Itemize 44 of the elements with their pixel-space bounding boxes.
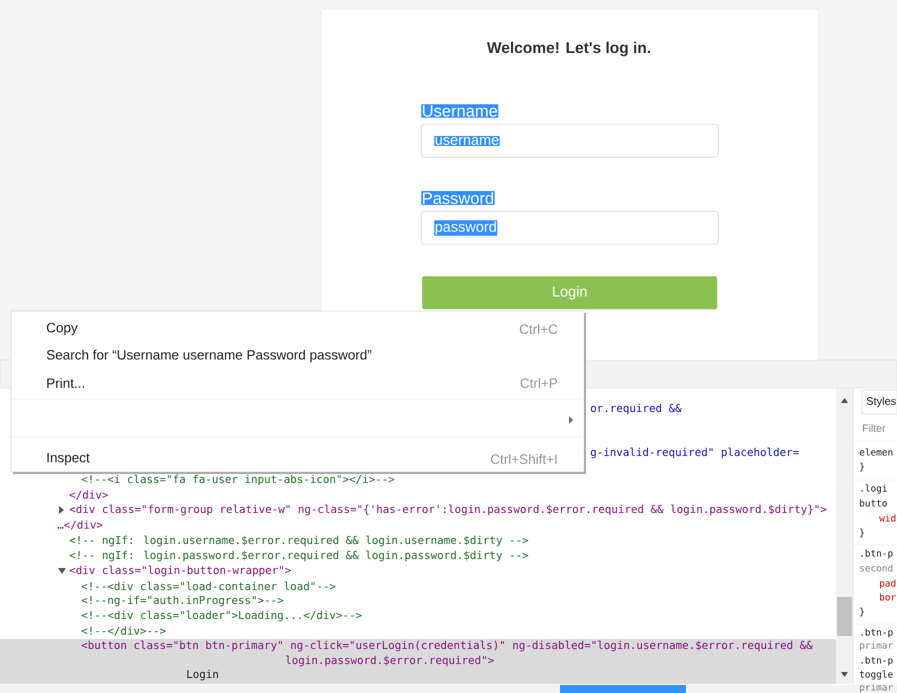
style-text: second xyxy=(860,564,892,572)
code-line: <div class="login-button-wrapper"> xyxy=(70,566,291,576)
code-comment: <!--<div class="loader">Loading...</div>--> xyxy=(82,610,362,622)
style-text: elemen xyxy=(860,448,892,456)
code-line: Login xyxy=(187,670,218,680)
menu-item: Search for “Username username Password password” xyxy=(46,350,372,362)
style-text: } xyxy=(860,528,864,538)
shortcut-text: Ctrl+Shift+I xyxy=(490,454,557,464)
code-line: </div> xyxy=(70,490,108,500)
style-text: toggle xyxy=(860,670,893,680)
menu-item: Copy xyxy=(46,322,78,336)
input-field: username xyxy=(421,124,718,158)
code-line: …</div> xyxy=(58,520,102,530)
style-property: bor xyxy=(880,593,896,601)
code-line: <div class="form-group relative-w" ng-class="{'has-error':login.password.$error.required && login.password.$dirty}"> xyxy=(70,504,826,516)
login-button: Login xyxy=(422,276,718,310)
code-comment: <!-- ngIf: login.username.$error.required && login.username.$dirty --> xyxy=(70,536,528,546)
style-text: primar xyxy=(860,641,893,651)
style-text: butto xyxy=(860,499,887,507)
style-text: primar xyxy=(860,683,893,693)
menu-item: Inspect xyxy=(47,452,90,466)
style-text: } xyxy=(860,462,864,472)
card-title: Welcome! Let's log in. xyxy=(486,42,650,56)
style-property: pad xyxy=(880,579,896,589)
menu-item: Print... xyxy=(47,378,84,388)
style-text: .logi xyxy=(861,484,887,494)
shortcut-text: Ctrl+C xyxy=(520,324,558,334)
field-label: Password xyxy=(421,190,495,206)
code-comment: <!-- ngIf: login.password.$error.required && login.password.$dirty --> xyxy=(70,550,528,562)
style-text: } xyxy=(860,608,864,616)
styles-tab: Styles xyxy=(862,390,897,414)
code-comment: <!--ng-if="auth.inProgress">--> xyxy=(82,596,284,606)
style-property: wid xyxy=(879,514,896,522)
field-label: Username xyxy=(421,104,498,118)
input-field: password xyxy=(421,211,718,244)
filter-field: Filter xyxy=(863,424,886,432)
code-comment: <!--<div class="load-container load"--> xyxy=(82,582,336,590)
style-text: .btn-p xyxy=(861,549,893,559)
style-text: .btn-p xyxy=(861,656,893,666)
code-comment: <!--</div>--> xyxy=(82,626,166,636)
shortcut-text: Ctrl+P xyxy=(520,378,558,388)
style-text: .btn-p xyxy=(861,628,893,638)
code-line: <button class="btn btn-primary" ng-click="userLogin(credentials)" ng-disabled="login.username.$error.required && xyxy=(82,640,813,652)
code-line: login.password.$error.required"> xyxy=(286,656,494,666)
